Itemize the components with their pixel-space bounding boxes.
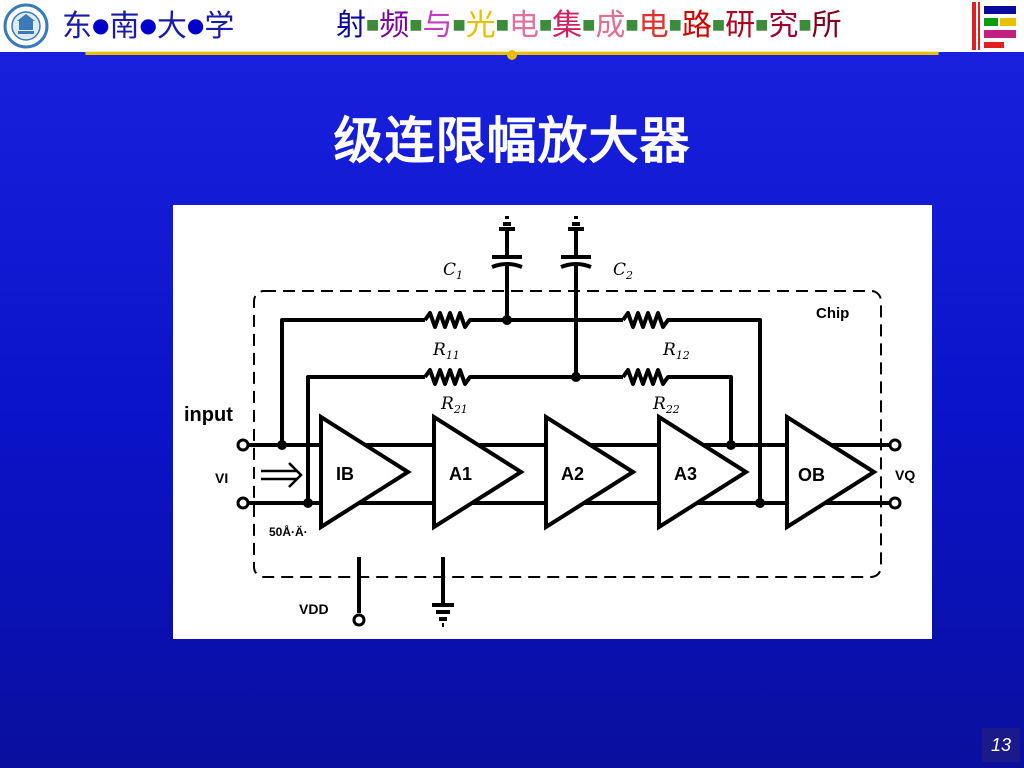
institute-char: 光 [465,8,496,43]
square-separator: ■ [711,17,726,33]
ground-icon [432,557,454,627]
junction-node [726,440,736,450]
dot-separator: ● [139,13,157,37]
vq-label: VQ [895,467,915,483]
institute-name: 射■频■与■光■电■集■成■电■路■研■究■所 [336,7,842,44]
output-terminal [888,438,902,452]
university-char: 大 [156,9,187,44]
university-logo-icon [3,3,49,49]
amplifier-a1-label: A1 [449,464,472,484]
vdd-terminal [352,613,366,627]
circuit-diagram: Chip C1 C2 [173,205,932,639]
dot-separator: ● [186,13,205,37]
square-separator: ■ [495,17,509,33]
university-char: 学 [204,9,235,44]
amplifier-a2: A2 [544,413,637,531]
capacitor-c2-label: C2 [613,260,633,282]
junction-node [502,315,512,325]
amplifier-ib-label: IB [336,464,354,484]
square-separator: ■ [798,17,812,33]
amplifier-a2-label: A2 [561,464,584,484]
square-separator: ■ [366,17,380,33]
capacitor-c2 [560,216,592,377]
square-separator: ■ [538,17,553,33]
junction-node [571,372,581,382]
institute-char: 成 [595,8,626,43]
junction-node [755,498,765,508]
chip-boundary [253,290,882,578]
resistor-r22-label: R22 [652,394,680,416]
institute-char: 研 [725,8,756,43]
header-accent-line [85,50,939,60]
ohm-label: 50Å·Ä· [269,524,308,539]
vi-label: VI [215,470,228,486]
amplifier-a1: A1 [432,413,525,531]
amplifier-a3-label: A3 [674,464,697,484]
resistor-r12-label: R12 [662,340,690,362]
input-terminal [236,438,250,452]
header-bar: 东●南●大●学 射■频■与■光■电■集■成■电■路■研■究■所 [0,0,1024,52]
institute-char: 射 [336,8,366,43]
square-separator: ■ [668,17,682,33]
amplifier-ob-label: OB [798,465,825,485]
page-number: 13 [982,728,1020,762]
square-separator: ■ [755,17,769,33]
university-name: 东●南●大●学 [62,7,234,45]
institute-char: 频 [379,8,410,43]
institute-char: 所 [811,8,842,43]
institute-char: 与 [422,8,453,43]
amplifier-ob: OB [785,413,878,531]
input-terminal [236,496,250,510]
vdd-label: VDD [299,601,329,617]
square-separator: ■ [409,17,423,33]
dot-separator: ● [92,13,110,37]
institute-char: 电 [638,8,669,43]
double-arrow-icon [261,462,303,488]
institute-char: 路 [681,8,712,43]
institute-char: 电 [508,8,539,43]
junction-node [303,498,313,508]
chip-label: Chip [816,305,849,322]
institute-char: 集 [552,8,583,43]
university-char: 南 [109,9,140,44]
feedback-path-1 [280,311,762,503]
square-separator: ■ [625,17,639,33]
institute-char: 究 [768,8,799,43]
resistor-r21-label: R21 [440,394,468,416]
feedback-path-2 [306,368,733,503]
output-terminal [888,496,902,510]
square-separator: ■ [452,17,466,33]
capacitor-c1-label: C1 [443,260,463,282]
slide-title: 级连限幅放大器 [333,112,691,170]
amplifier-ib: IB [319,413,412,531]
input-label: input [184,404,233,426]
square-separator: ■ [582,17,596,33]
amplifier-a3: A3 [657,413,750,531]
capacitor-c1 [491,216,523,320]
resistor-r11-label: R11 [432,340,460,362]
university-char: 东 [62,9,92,44]
junction-node [277,440,287,450]
institute-logo-icon [972,2,1016,50]
